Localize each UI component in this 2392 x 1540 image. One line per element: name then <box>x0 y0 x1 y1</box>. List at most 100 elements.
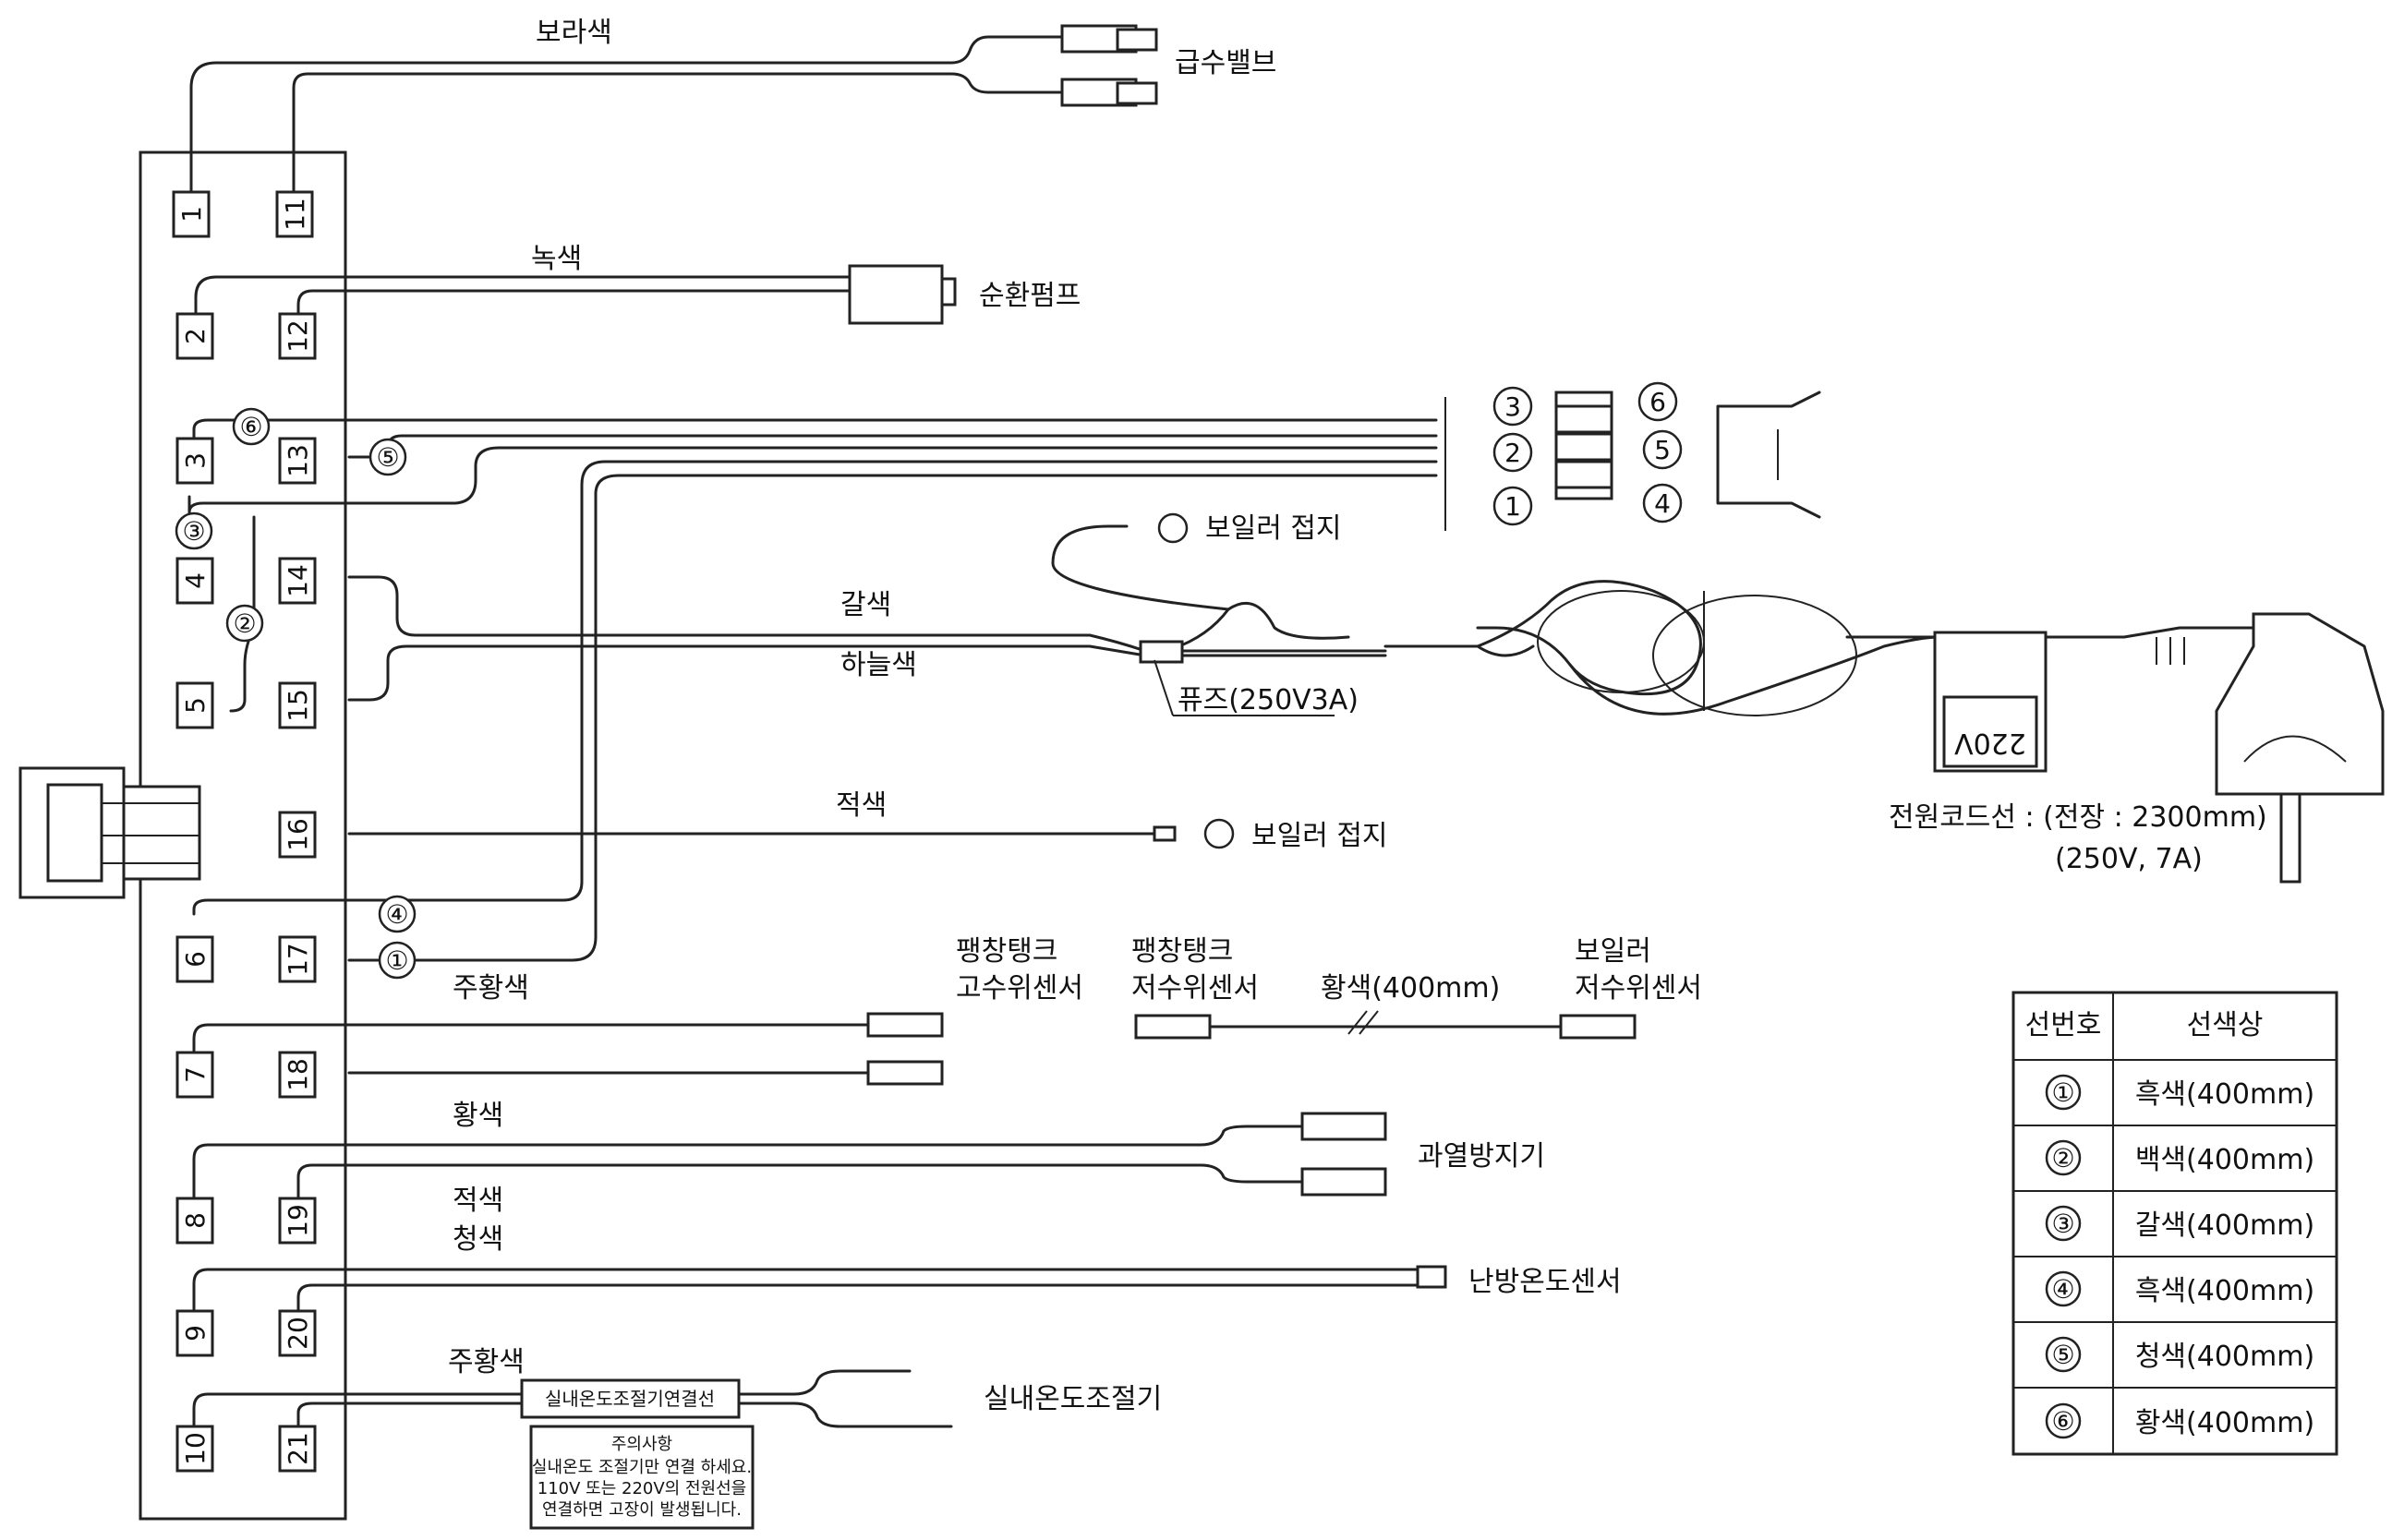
label-red-1: 적색 <box>836 789 887 822</box>
terminal-label: 21 <box>283 1432 313 1465</box>
caution-title: 주의사항 <box>611 1435 672 1454</box>
terminal-13 <box>278 437 317 485</box>
caution-box <box>529 1425 755 1530</box>
side-connector-inner <box>46 783 103 883</box>
wire-mark: ⑥ <box>239 412 262 442</box>
terminal-15 <box>278 681 317 729</box>
terminal-2 <box>175 312 214 360</box>
terminal-label: 2 <box>180 328 211 344</box>
terminal-21 <box>278 1425 317 1473</box>
label-boiler-ground-2: 보일러 접지 <box>1251 820 1388 852</box>
label-overheat: 과열방지기 <box>1418 1140 1545 1173</box>
label-power-cord-rating: (250V, 7A) <box>2055 843 2203 875</box>
label-fuse: 퓨즈(250V3A) <box>1178 684 1359 716</box>
terminal-7 <box>175 1051 214 1099</box>
terminal-label: 14 <box>283 564 313 597</box>
label-water-valve: 급수밸브 <box>1175 47 1276 79</box>
terminal-11 <box>275 190 314 238</box>
label-blue: 청색 <box>453 1223 503 1256</box>
table-row-color: 황색(400mm) <box>2135 1407 2314 1439</box>
terminal-4 <box>175 557 214 605</box>
table-row-number: ⑤ <box>2051 1340 2074 1370</box>
side-connector-tab <box>122 785 201 881</box>
label-plug-voltage: 220V <box>1954 727 2026 759</box>
terminal-label: 17 <box>283 943 313 976</box>
table-row-number: ② <box>2051 1143 2074 1173</box>
terminal-label: 4 <box>180 572 211 589</box>
terminal-label: 20 <box>283 1317 313 1350</box>
caution-line-2: 110V 또는 220V의 전원선을 <box>538 1479 746 1498</box>
label-exp-high-1: 팽창탱크 <box>956 935 1057 968</box>
table-row-color: 백색(400mm) <box>2135 1144 2314 1176</box>
connector-pin: 3 <box>1504 391 1521 422</box>
terminal-8 <box>175 1197 214 1245</box>
table-row-color: 흑색(400mm) <box>2135 1078 2314 1111</box>
terminal-label: 10 <box>180 1432 211 1465</box>
thermostat-connection-label <box>520 1378 741 1419</box>
terminal-6 <box>175 935 214 983</box>
label-exp-low-1: 팽창탱크 <box>1131 935 1233 968</box>
table-row-number: ④ <box>2051 1274 2074 1305</box>
connector-pin: 6 <box>1649 387 1666 417</box>
terminal-9 <box>175 1309 214 1357</box>
caution-line-3: 연결하면 고장이 발생됩니다. <box>542 1500 742 1520</box>
wire-mark: ⑤ <box>376 442 399 473</box>
wire-mark: ④ <box>385 899 408 930</box>
terminal-label: 6 <box>180 951 211 968</box>
terminal-label: 8 <box>180 1212 211 1229</box>
terminal-label: 18 <box>283 1058 313 1091</box>
label-purple: 보라색 <box>536 17 612 49</box>
terminals <box>172 190 317 1473</box>
connector-pin: 4 <box>1654 488 1671 519</box>
label-boiler-low-1: 보일러 <box>1575 935 1651 968</box>
terminal-5 <box>175 681 214 729</box>
terminal-10 <box>175 1425 214 1473</box>
fuse-holder <box>1139 640 1184 664</box>
table-row-color: 청색(400mm) <box>2135 1341 2314 1373</box>
terminal-label: 11 <box>280 198 310 231</box>
terminal-14 <box>278 557 317 605</box>
table-header-number: 선번호 <box>2025 1009 2102 1041</box>
terminal-label: 7 <box>180 1066 211 1083</box>
terminal-19 <box>278 1197 317 1245</box>
connector-pin: 5 <box>1654 435 1671 465</box>
terminal-3 <box>175 437 214 485</box>
terminal-16 <box>278 811 317 859</box>
terminal-label: 9 <box>180 1325 211 1341</box>
label-green: 녹색 <box>531 243 582 275</box>
terminal-label: 13 <box>283 444 313 477</box>
label-sky-blue: 하늘색 <box>840 649 917 681</box>
power-plug <box>2215 612 2385 796</box>
label-boiler-low-2: 저수위센서 <box>1575 972 1702 1005</box>
circulation-pump-connector <box>848 264 944 325</box>
label-orange-1: 주황색 <box>453 972 529 1005</box>
label-exp-high-2: 고수위센서 <box>956 972 1083 1005</box>
label-power-cord: 전원코드선 : (전장 : 2300mm) <box>1889 801 2267 834</box>
label-boiler-ground-1: 보일러 접지 <box>1205 512 1342 545</box>
terminal-1 <box>172 190 211 238</box>
terminal-20 <box>278 1309 317 1357</box>
table-row-number: ① <box>2051 1077 2074 1108</box>
wire-mark: ② <box>233 608 256 639</box>
terminal-label: 1 <box>176 206 207 223</box>
table-row-color: 흑색(400mm) <box>2135 1275 2314 1307</box>
table-row-color: 갈색(400mm) <box>2135 1209 2314 1242</box>
label-brown: 갈색 <box>840 589 891 621</box>
connector-pin: 2 <box>1504 438 1521 468</box>
label-thermostat-connection: 실내온도조절기연결선 <box>545 1388 715 1410</box>
wire-color-table: 선번호 선색상 ① 흑색(400mm) ② 백색(400mm) ③ 갈색(400… <box>2011 991 2338 1456</box>
terminal-18 <box>278 1051 317 1099</box>
label-heat-sensor: 난방온도센서 <box>1468 1266 1622 1298</box>
table-header-color: 선색상 <box>2187 1009 2264 1041</box>
caution-line-1: 실내온도 조절기만 연결 하세요. <box>532 1458 752 1477</box>
terminal-label: 15 <box>283 689 313 722</box>
terminal-label: 12 <box>283 319 313 353</box>
terminal-label: 3 <box>180 452 211 469</box>
terminal-label: 19 <box>283 1204 313 1237</box>
wire-mark: ③ <box>182 516 205 547</box>
terminal-label: 5 <box>180 697 211 714</box>
label-exp-low-2: 저수위센서 <box>1131 972 1259 1005</box>
terminal-17 <box>278 935 317 983</box>
label-yellow-400: 황색(400mm) <box>1321 972 1500 1005</box>
